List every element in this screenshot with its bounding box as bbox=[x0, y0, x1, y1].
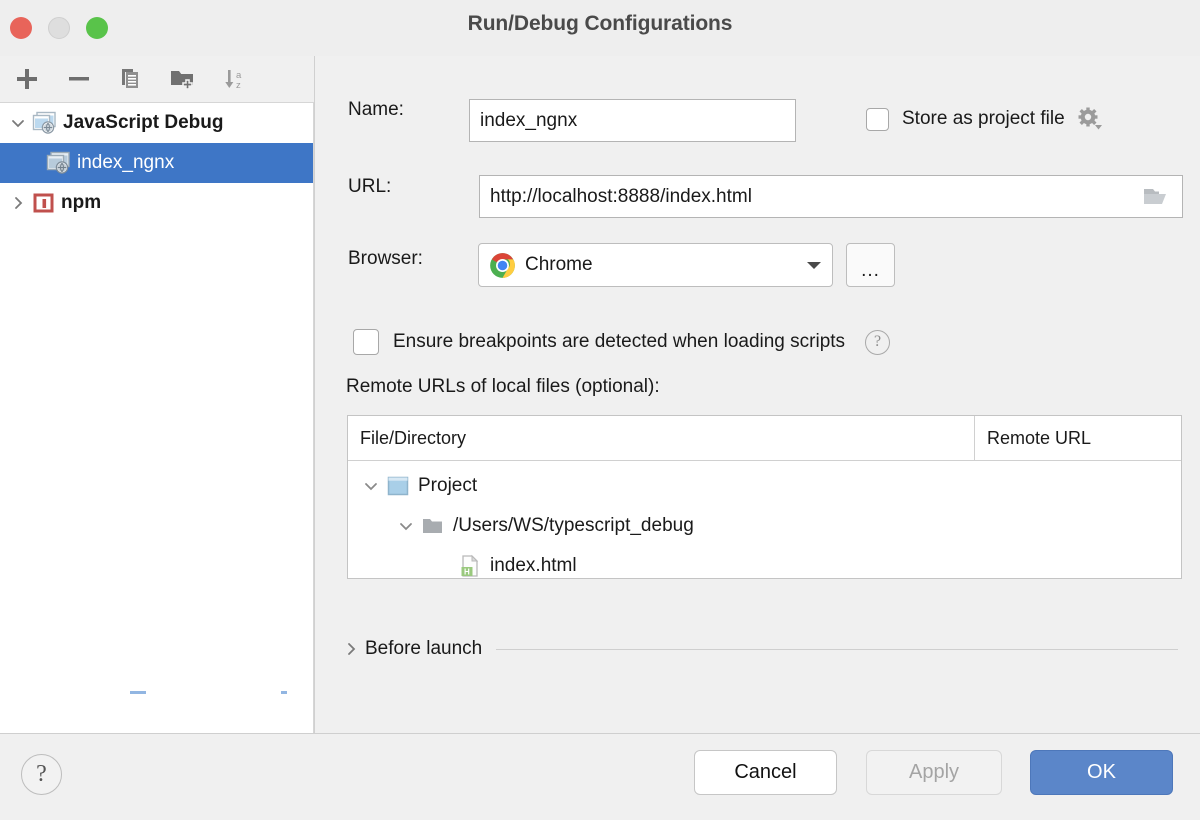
tree-item-label: index_ngnx bbox=[77, 152, 175, 173]
svg-text:z: z bbox=[236, 80, 241, 91]
plus-icon bbox=[17, 69, 37, 89]
before-launch-section[interactable]: Before launch bbox=[343, 638, 1178, 660]
minus-icon bbox=[69, 77, 89, 81]
tree-item-index-ngnx[interactable]: index_ngnx bbox=[0, 143, 313, 183]
help-button[interactable]: ? bbox=[21, 754, 62, 795]
name-input[interactable]: index_ngnx bbox=[469, 99, 796, 142]
ensure-breakpoints-checkbox[interactable] bbox=[353, 329, 379, 355]
column-header-remote-url[interactable]: Remote URL bbox=[987, 427, 1092, 448]
sort-alpha-icon: a z bbox=[225, 70, 242, 91]
browser-row: Browser: bbox=[348, 248, 423, 270]
configuration-form: Name: index_ngnx Store as project file bbox=[315, 56, 1200, 733]
new-folder-icon bbox=[171, 71, 193, 90]
chevron-down-icon[interactable] bbox=[356, 478, 386, 494]
dialog-body: a z bbox=[0, 56, 1200, 733]
add-configuration-button[interactable] bbox=[6, 60, 48, 98]
npm-icon bbox=[32, 191, 56, 215]
tree-scroll-artifact bbox=[0, 691, 313, 695]
configurations-tree[interactable]: JavaScript Debug bbox=[0, 103, 314, 733]
table-body: Project /Users/WS/typescript_debug bbox=[348, 461, 1181, 578]
copy-icon bbox=[122, 69, 138, 88]
browser-select[interactable]: Chrome bbox=[478, 243, 833, 287]
browser-more-button[interactable]: ... bbox=[846, 243, 895, 287]
close-button[interactable] bbox=[10, 17, 32, 39]
store-as-project-file-row: Store as project file bbox=[866, 106, 1105, 132]
table-cell-label: index.html bbox=[490, 555, 577, 576]
window-controls bbox=[10, 17, 108, 39]
html-file-icon: H bbox=[458, 554, 482, 578]
before-launch-label: Before launch bbox=[365, 638, 483, 659]
url-input[interactable]: http://localhost:8888/index.html bbox=[479, 175, 1183, 218]
chevron-right-icon[interactable] bbox=[4, 195, 32, 211]
section-divider bbox=[496, 648, 1178, 650]
gear-icon[interactable] bbox=[1075, 106, 1105, 132]
dialog-title: Run/Debug Configurations bbox=[467, 12, 733, 35]
javascript-debug-icon bbox=[46, 151, 72, 175]
table-cell-label: Project bbox=[418, 475, 478, 496]
table-row[interactable]: /Users/WS/typescript_debug bbox=[348, 506, 1181, 546]
chevron-down-icon[interactable] bbox=[391, 518, 421, 534]
panel-splitter[interactable] bbox=[314, 56, 315, 733]
dialog-footer: ? Cancel Apply OK bbox=[0, 733, 1200, 820]
sort-configurations-button[interactable]: a z bbox=[214, 60, 256, 98]
tree-item-javascript-debug[interactable]: JavaScript Debug bbox=[0, 103, 313, 143]
remote-urls-table[interactable]: File/Directory Remote URL bbox=[347, 415, 1182, 579]
browser-select-value: Chrome bbox=[525, 254, 593, 275]
url-input-value: http://localhost:8888/index.html bbox=[490, 185, 752, 207]
store-as-project-file-label: Store as project file bbox=[902, 108, 1065, 129]
table-header: File/Directory Remote URL bbox=[348, 416, 1181, 461]
remove-configuration-button[interactable] bbox=[58, 60, 100, 98]
browse-folder-icon[interactable] bbox=[1142, 185, 1172, 209]
chrome-icon bbox=[489, 252, 516, 279]
minimize-button[interactable] bbox=[48, 17, 70, 39]
project-module-icon bbox=[386, 475, 410, 497]
chevron-down-icon[interactable] bbox=[804, 258, 824, 272]
ensure-breakpoints-row: Ensure breakpoints are detected when loa… bbox=[353, 329, 891, 355]
cancel-button[interactable]: Cancel bbox=[694, 750, 837, 795]
url-row: URL: bbox=[348, 176, 391, 198]
chevron-down-icon[interactable] bbox=[4, 115, 32, 131]
configurations-toolbar: a z bbox=[0, 56, 314, 103]
url-label: URL: bbox=[348, 176, 392, 197]
name-label: Name: bbox=[348, 99, 404, 120]
store-as-project-file-checkbox[interactable] bbox=[866, 107, 889, 131]
tree-item-label: npm bbox=[61, 192, 102, 213]
new-folder-button[interactable] bbox=[162, 60, 204, 98]
browser-more-label: ... bbox=[861, 260, 880, 281]
ok-button[interactable]: OK bbox=[1030, 750, 1173, 795]
ensure-breakpoints-label: Ensure breakpoints are detected when loa… bbox=[393, 331, 846, 352]
apply-button[interactable]: Apply bbox=[866, 750, 1002, 795]
configurations-sidebar: a z bbox=[0, 56, 314, 733]
name-input-value: index_ngnx bbox=[480, 109, 578, 131]
svg-text:a: a bbox=[236, 70, 242, 81]
table-row[interactable]: Project bbox=[348, 466, 1181, 506]
table-row[interactable]: H index.html bbox=[348, 546, 1181, 578]
table-cell-label: /Users/WS/typescript_debug bbox=[453, 515, 694, 536]
javascript-debug-icon bbox=[32, 111, 58, 135]
maximize-button[interactable] bbox=[86, 17, 108, 39]
name-row: Name: bbox=[348, 99, 404, 121]
chevron-right-icon[interactable] bbox=[343, 641, 365, 657]
svg-text:H: H bbox=[464, 568, 470, 577]
ensure-breakpoints-help-icon[interactable]: ? bbox=[865, 329, 891, 355]
tree-item-npm[interactable]: npm bbox=[0, 183, 313, 223]
folder-icon bbox=[421, 515, 445, 537]
column-header-file-directory[interactable]: File/Directory bbox=[348, 416, 975, 460]
browser-label: Browser: bbox=[348, 248, 423, 269]
title-bar: Run/Debug Configurations bbox=[0, 0, 1200, 56]
remote-urls-section-label: Remote URLs of local files (optional): bbox=[346, 376, 660, 397]
tree-item-label: JavaScript Debug bbox=[63, 112, 224, 133]
copy-configuration-button[interactable] bbox=[110, 60, 152, 98]
